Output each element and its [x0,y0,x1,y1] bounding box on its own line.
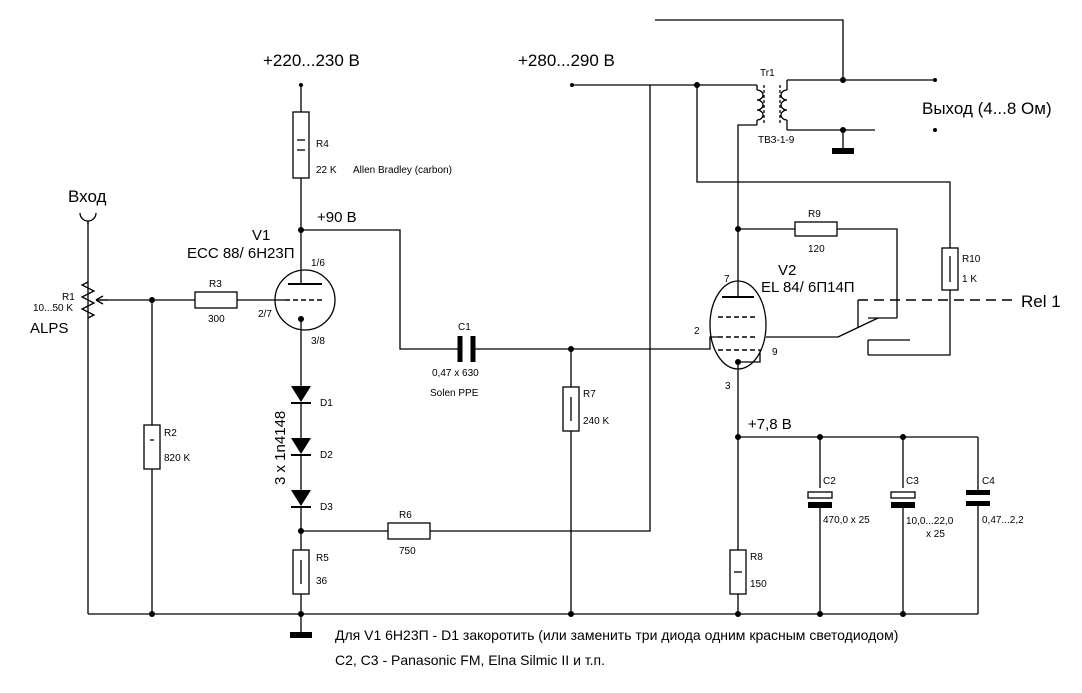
r4-ref: R4 [316,139,329,150]
resistor-r5 [292,549,310,595]
r1-brand: ALPS [30,320,68,337]
v1-ref: V1 [252,227,270,244]
r1-value: 10...50 K [33,303,73,314]
labels: +220...230 В +280...290 В Вход Выход (4.… [30,51,1061,668]
tube-v1 [274,269,336,331]
r5-value: 36 [316,576,328,587]
capacitor-c2 [807,491,833,508]
r3-value: 300 [208,314,225,325]
note-line-2: C2, C3 - Panasonic FM, Elna Silmic II и … [335,652,605,668]
r6-value: 750 [399,546,416,557]
c3-value-line2: x 25 [926,529,945,540]
r2-ref: R2 [164,428,177,439]
v2-pin-7: 7 [724,274,730,285]
r7-ref: R7 [583,389,596,400]
input-connector [79,212,97,224]
resistor-r7 [562,386,580,432]
diodes-group-label: 3 x 1n4148 [272,411,289,485]
relay-rel1 [837,299,1014,341]
diode-d3 [291,490,311,531]
v2-cathode-voltage: +7,8 В [748,416,792,433]
v2-ref: V2 [778,262,796,279]
r9-ref: R9 [808,209,821,220]
transformer-tr1 [756,80,788,130]
r7-value: 240 K [583,416,609,427]
r5-ref: R5 [316,553,329,564]
ground-symbol-main [290,632,312,638]
r3-ref: R3 [209,279,222,290]
c2-value: 470,0 x 25 [823,515,870,526]
input-label: Вход [68,187,107,206]
resistor-r3 [194,291,238,309]
c2-ref: C2 [823,476,836,487]
r1-ref: R1 [62,292,75,303]
d1-ref: D1 [320,398,333,409]
r8-ref: R8 [750,552,763,563]
note-line-1: Для V1 6Н23П - D1 закоротить (или замени… [335,627,898,643]
v2-type: EL 84/ 6П14П [761,279,855,296]
d3-ref: D3 [320,502,333,513]
v2-pin-9: 9 [772,347,778,358]
diode-d2 [291,438,311,490]
r6-ref: R6 [399,510,412,521]
r4-note: Allen Bradley (carbon) [353,165,452,176]
tube-v2 [703,280,767,370]
resistor-r6 [387,522,431,540]
r9-value: 120 [808,244,825,255]
resistor-r9 [794,221,838,237]
d2-ref: D2 [320,450,333,461]
r10-value: 1 K [962,274,977,285]
resistor-r4 [292,111,310,179]
tr1-ref: Tr1 [760,68,775,79]
relay-label: Rel 1 [1021,292,1061,311]
supply-output-label: +280...290 В [518,51,615,70]
supply-preamp-label: +220...230 В [263,51,360,70]
c3-ref: C3 [906,476,919,487]
resistor-r2 [143,424,161,470]
capacitor-c3 [890,491,916,508]
c4-value: 0,47...2,2 [982,515,1024,526]
c4-ref: C4 [982,476,995,487]
v1-pin-cathode: 3/8 [311,336,325,347]
c1-ref: C1 [458,322,471,333]
c1-value: 0,47 x 630 [432,368,479,379]
r10-ref: R10 [962,254,981,265]
diode-d1 [291,384,311,438]
r2-value: 820 K [164,453,190,464]
capacitor-c4 [966,490,990,506]
v1-pin-anode: 1/6 [311,258,325,269]
v2-pin-2: 2 [694,326,700,337]
c3-value-line1: 10,0...22,0 [906,516,954,527]
v2-pin-3: 3 [725,381,731,392]
r4-value: 22 K [316,165,337,176]
wires [87,19,979,632]
capacitor-c1 [452,336,481,362]
resistor-r10 [941,247,959,291]
r1-potentiometer [80,281,108,319]
junction-dots [149,77,937,617]
resistor-r8 [729,549,747,595]
r8-value: 150 [750,579,767,590]
ground-symbol-transformer [832,148,854,154]
v1-type: ECC 88/ 6Н23П [187,245,295,262]
v1-pin-grid: 2/7 [258,309,272,320]
output-label: Выход (4...8 Ом) [922,99,1052,118]
tr1-type: ТВЗ-1-9 [758,135,795,146]
c1-note: Solen PPE [430,388,479,399]
v1-anode-voltage: +90 В [317,209,357,226]
